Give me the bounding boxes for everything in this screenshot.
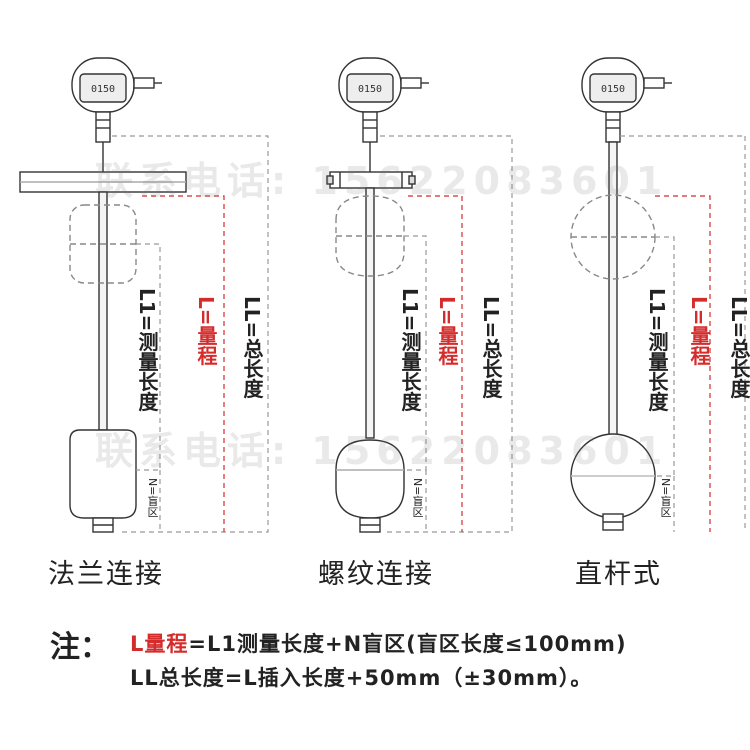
note-heading: 注： bbox=[50, 630, 110, 665]
straight-rod-unit bbox=[570, 57, 672, 531]
display-value: 0150 bbox=[358, 84, 382, 95]
caption-straight-rod: 直杆式 bbox=[575, 559, 662, 590]
rod bbox=[365, 187, 375, 439]
n-label: N=盲区 bbox=[146, 478, 159, 518]
note-line-1: L量程=L1测量长度+N盲区(盲区长度≤100mm) bbox=[130, 628, 627, 658]
note-line-2: LL总长度=L插入长度+50mm（±30mm）。 bbox=[130, 666, 593, 690]
neck bbox=[605, 111, 621, 143]
float-top-position bbox=[335, 195, 405, 277]
l-label: L=量程 bbox=[435, 296, 459, 366]
caption-thread: 螺纹连接 bbox=[318, 559, 434, 590]
cable-gland bbox=[400, 77, 422, 89]
ll-label: LL=总长度 bbox=[240, 296, 264, 399]
dimension-lines bbox=[112, 135, 746, 533]
cable-gland bbox=[643, 77, 665, 89]
ll-bracket bbox=[380, 135, 513, 533]
display-window bbox=[346, 73, 394, 103]
flange-unit bbox=[19, 57, 187, 533]
display-window bbox=[589, 73, 637, 103]
l1-label: L1=测量长度 bbox=[135, 288, 159, 412]
rod bbox=[98, 191, 108, 431]
watermark: 联系电话: 15622083601 bbox=[95, 429, 669, 473]
n-label: N=盲区 bbox=[659, 478, 672, 518]
l1-bracket bbox=[136, 243, 161, 471]
l-label: L=量程 bbox=[194, 296, 218, 366]
display-value: 0150 bbox=[91, 84, 115, 95]
caption-flange: 法兰连接 bbox=[48, 559, 164, 590]
neck bbox=[362, 111, 378, 143]
l1-label: L1=测量长度 bbox=[645, 288, 669, 412]
ll-bracket bbox=[112, 135, 269, 533]
l1-bracket bbox=[655, 236, 675, 477]
ll-label: LL=总长度 bbox=[479, 296, 503, 399]
l-bracket bbox=[655, 195, 711, 532]
ll-label: LL=总长度 bbox=[727, 296, 750, 399]
l-bracket bbox=[142, 195, 225, 532]
cable-gland bbox=[133, 77, 155, 89]
display-window bbox=[79, 73, 127, 103]
float bbox=[335, 439, 405, 519]
note-range-term: L量程 bbox=[130, 632, 189, 656]
note-line-1-text: =L1测量长度+N盲区(盲区长度≤100mm) bbox=[188, 632, 627, 656]
thread-unit bbox=[326, 57, 429, 533]
n-label: N=盲区 bbox=[411, 478, 424, 518]
watermark: 联系电话: 15622083601 bbox=[95, 159, 669, 203]
float bbox=[69, 429, 137, 519]
l1-label: L1=测量长度 bbox=[398, 288, 422, 412]
neck bbox=[95, 111, 111, 143]
l-label: L=量程 bbox=[687, 296, 711, 366]
l-bracket bbox=[408, 195, 463, 532]
level-gauge-diagram: 0150 0150 0150 bbox=[19, 57, 746, 533]
l1-bracket bbox=[404, 235, 427, 471]
display-value: 0150 bbox=[601, 84, 625, 95]
